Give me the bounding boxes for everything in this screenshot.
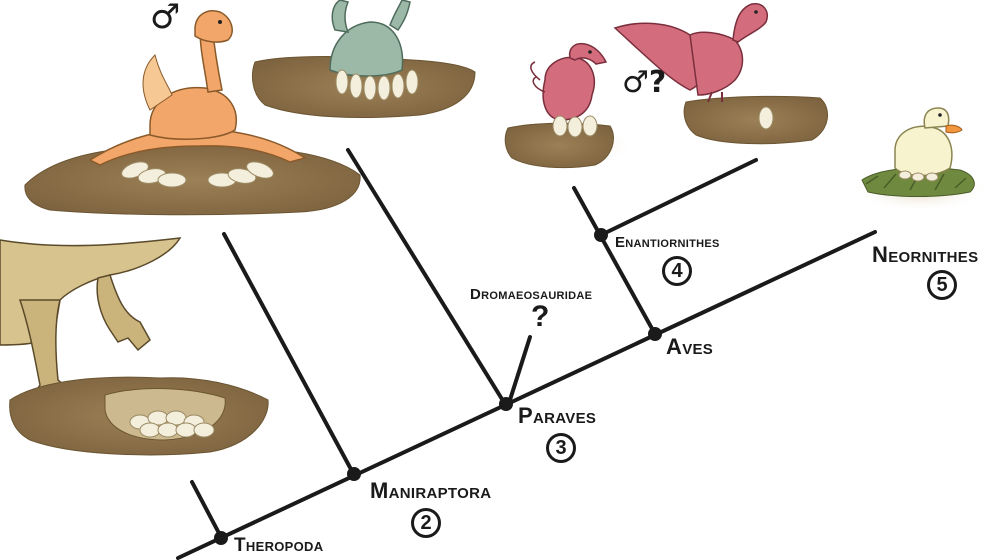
branch-maniraptora [222, 232, 355, 475]
branch-dromaeosauridae [507, 335, 532, 405]
node-paraves [499, 397, 513, 411]
main-stem [176, 230, 877, 560]
enantiornithine-flier-illustration [613, 3, 840, 145]
label-neornithes: Neornithes [872, 242, 979, 267]
node-aves [648, 327, 662, 341]
male-symbol-icon: ♂ [150, 0, 181, 37]
node-theropoda [214, 531, 228, 545]
tree-nodes [214, 228, 662, 545]
branch-enantiornithes [599, 158, 758, 237]
marker-neornithes: 5 [927, 270, 957, 300]
branch-aves [572, 186, 657, 336]
enantiornithine-brooder-illustration [495, 42, 635, 169]
oviraptorid-illustration [24, 10, 365, 220]
dromaeosaur-question-mark: ? [531, 300, 550, 333]
troodontid-illustration [245, 0, 485, 119]
label-enantiornithes: Enantiornithes [615, 234, 720, 251]
branch-theropoda [190, 480, 223, 539]
label-aves: Aves [666, 334, 714, 359]
label-dromaeosauridae: Dromaeosauridae [470, 286, 593, 303]
marker-maniraptora: 2 [411, 508, 441, 538]
tree-branches [176, 148, 877, 560]
neornithine-duck-illustration [850, 107, 990, 212]
node-enantiornithes [594, 228, 608, 242]
node-maniraptora [347, 467, 361, 481]
marker-enantiornithes: 4 [662, 256, 692, 286]
branch-paraves [346, 148, 507, 406]
marker-paraves: 3 [546, 433, 576, 463]
theropod-illustration [0, 237, 269, 456]
label-theropoda: Theropoda [234, 535, 324, 556]
label-paraves: Paraves [518, 403, 597, 428]
male-uncertain-symbol-icon: ♂? [622, 65, 667, 100]
label-maniraptora: Maniraptora [370, 478, 492, 503]
